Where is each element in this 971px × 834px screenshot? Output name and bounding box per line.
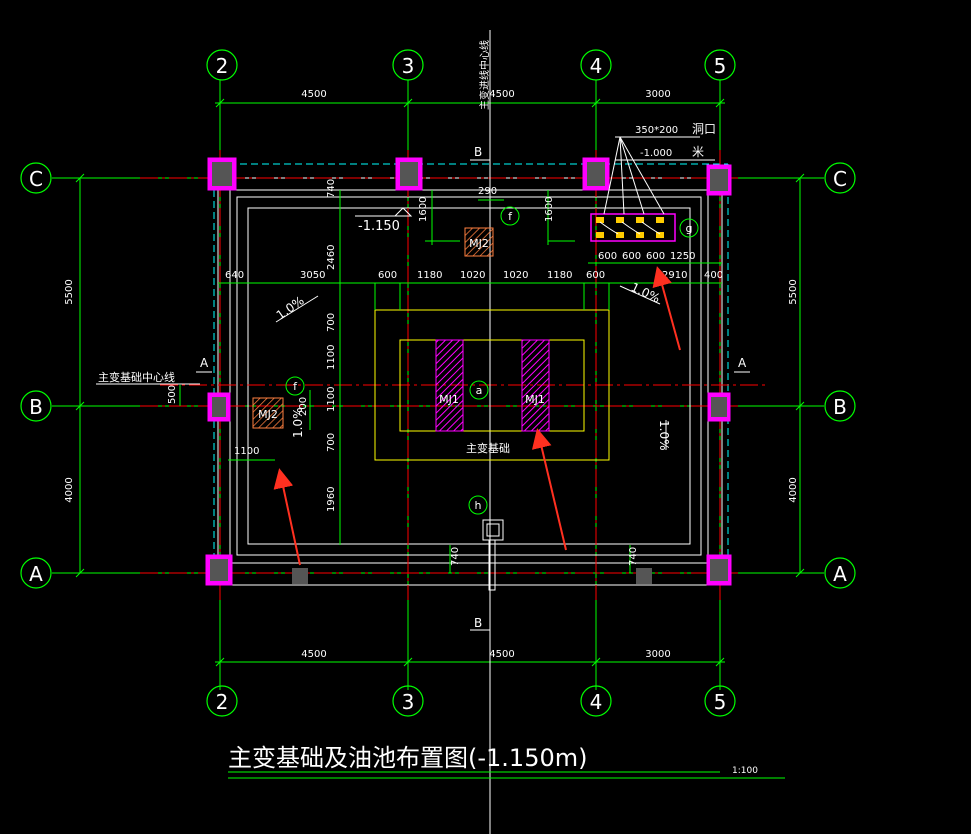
dim-290: 290: [478, 186, 497, 197]
circle-f-left: f: [293, 380, 298, 393]
hole-callout: [603, 136, 715, 215]
axis-5-bottom: 5: [714, 690, 727, 714]
dim-1100: 1100: [234, 446, 259, 457]
dim-top-3: 3000: [645, 89, 670, 100]
inner-dims: [179, 190, 722, 573]
axis-C-left: C: [29, 167, 43, 191]
dim-bottom-1: 4500: [301, 649, 326, 660]
outer-walls: [217, 177, 723, 586]
columns: [205, 157, 732, 586]
dim-1020-b: 1020: [503, 270, 528, 281]
dim-bottom-2: 4500: [489, 649, 514, 660]
axis-bubbles: [20, 49, 856, 717]
circle-f-top: f: [508, 210, 513, 223]
section-a-left: A: [200, 356, 209, 370]
tag-mj2-left: MJ2: [258, 408, 278, 421]
dim-left-1: 5500: [64, 279, 75, 304]
tag-mj2-top: MJ2: [469, 237, 489, 250]
axis-4-bottom: 4: [590, 690, 603, 714]
dim-600-a: 600: [378, 270, 397, 281]
axis-2-bottom: 2: [216, 690, 229, 714]
foundation-label: 主变基础: [466, 441, 510, 455]
dim-right-2: 4000: [788, 477, 799, 502]
dim-700-a: 700: [326, 313, 337, 332]
hole-size: 350*200: [635, 125, 678, 136]
tag-mj1-right: MJ1: [525, 393, 545, 406]
drain-holes: [590, 213, 676, 242]
dim-right-1: 5500: [788, 279, 799, 304]
hole-elev: -1.000: [640, 148, 672, 159]
dim-left-2: 4000: [64, 477, 75, 502]
section-a-right: A: [738, 356, 747, 370]
slope-1: 1.0%: [274, 293, 307, 322]
dim-1180-b: 1180: [547, 270, 572, 281]
dim-1600-b: 1600: [544, 197, 555, 222]
axis-5-top: 5: [714, 54, 727, 78]
axis-C-right: C: [833, 167, 847, 191]
hole-dim-1: 600: [598, 251, 617, 262]
dim-1100-v2: 1100: [326, 387, 337, 412]
dim-600-b: 600: [586, 270, 605, 281]
dim-740-right: 740: [628, 547, 639, 566]
dim-740-left: 740: [450, 547, 461, 566]
hole-dim-4: 1250: [670, 251, 695, 262]
circle-h: h: [475, 499, 482, 512]
dim-740-top: 740: [326, 179, 337, 198]
axis-3-top: 3: [402, 54, 415, 78]
dim-1180-a: 1180: [417, 270, 442, 281]
dim-200: 200: [298, 397, 309, 416]
dim-top-1: 4500: [301, 89, 326, 100]
slope-3: 1.0%: [657, 420, 671, 451]
dim-500: 500: [167, 385, 178, 404]
slope-2: 1.0%: [629, 280, 663, 306]
dim-2910: 2910: [662, 270, 687, 281]
mj1-piers: [435, 339, 550, 432]
slope-4: 1.0%: [291, 408, 305, 439]
tag-mj1-left: MJ1: [439, 393, 459, 406]
axis-3-bottom: 3: [402, 690, 415, 714]
dim-2460: 2460: [326, 245, 337, 270]
dim-700-b: 700: [326, 433, 337, 452]
hole-dim-3: 600: [646, 251, 665, 262]
dim-bottom-3: 3000: [645, 649, 670, 660]
mj2-pits: [252, 227, 494, 429]
dim-640: 640: [225, 270, 244, 281]
center-lines: [140, 150, 765, 600]
dim-1020-a: 1020: [460, 270, 485, 281]
dim-1600-a: 1600: [418, 197, 429, 222]
axis-B-right: B: [833, 395, 847, 419]
centerline-label: 主变基础中心线: [98, 370, 175, 384]
axis-A-right: A: [833, 562, 847, 586]
elev-label: -1.150: [358, 219, 400, 234]
circle-a: a: [476, 384, 483, 397]
cyan-boundary: [213, 163, 729, 585]
axis-B-left: B: [29, 395, 43, 419]
axis-4-top: 4: [590, 54, 603, 78]
axis-2-top: 2: [216, 54, 229, 78]
section-b-bottom: B: [474, 616, 482, 630]
dim-top-2: 4500: [489, 89, 514, 100]
dim-3050: 3050: [300, 270, 325, 281]
circle-g: g: [686, 222, 693, 235]
section-b-top: B: [474, 145, 482, 159]
hole-unit: 米: [692, 145, 704, 159]
hole-dim-2: 600: [622, 251, 641, 262]
dim-400: 400: [704, 270, 723, 281]
hole-label: 洞口: [692, 122, 716, 136]
dim-1960: 1960: [326, 487, 337, 512]
dim-1100-v: 1100: [326, 345, 337, 370]
axis-A-left: A: [29, 562, 43, 586]
drawing-title: 主变基础及油池布置图(-1.150m): [228, 744, 587, 772]
drawing-scale: 1:100: [732, 766, 758, 776]
centerline-vertical-label: 主变进线中心线: [478, 40, 491, 110]
transformer-foundation: [374, 309, 610, 461]
sump: [482, 519, 504, 591]
